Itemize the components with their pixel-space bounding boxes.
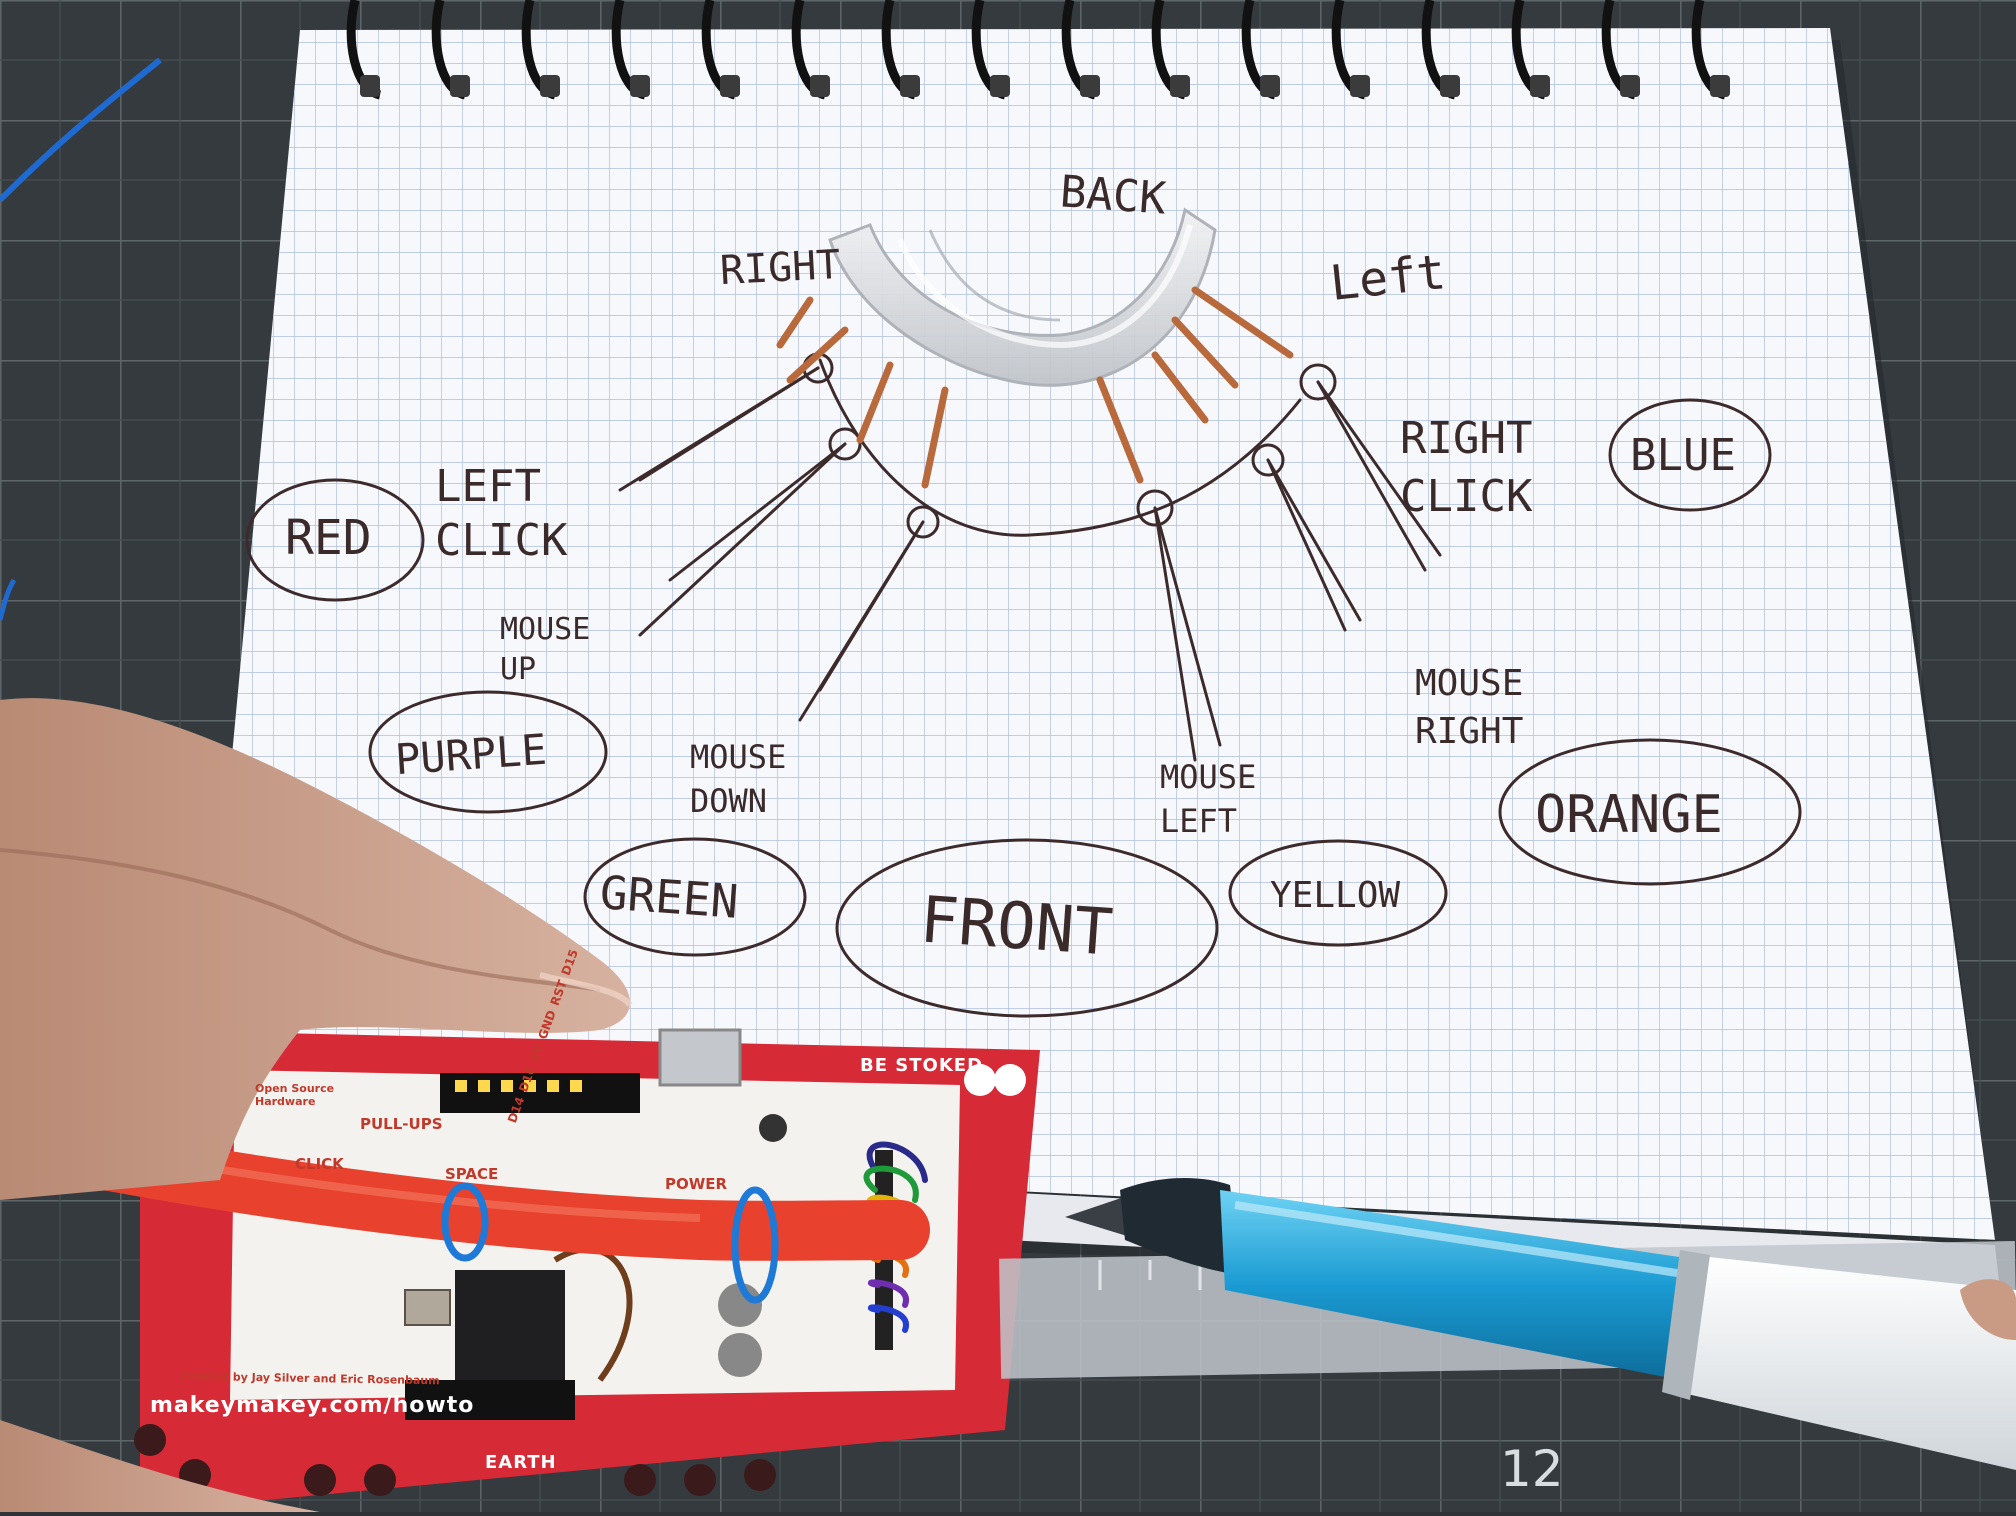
label-front: FRONT: [917, 883, 1116, 971]
label-yellow: YELLOW: [1270, 875, 1401, 916]
label-right: RIGHT: [718, 241, 842, 295]
ruler-number: 12: [1500, 1440, 1564, 1498]
board-click: CLICK: [295, 1155, 344, 1173]
blue-wire: [0, 57, 162, 203]
label-mouse-right: MOUSE RIGHT: [1415, 663, 1524, 752]
label-blue: BLUE: [1630, 430, 1736, 481]
board-url: makeymakey.com/howto: [150, 1393, 475, 1418]
label-mouse-left: MOUSE LEFT: [1160, 758, 1257, 840]
board-space: SPACE: [445, 1165, 499, 1183]
mouthguard: [776, 207, 1294, 489]
label-mouse-up: MOUSE UP: [500, 612, 591, 687]
label-left: Left: [1327, 244, 1449, 312]
label-left-click: LEFT CLICK: [435, 461, 568, 566]
board-oshw: Open Source Hardware: [255, 1082, 335, 1108]
board-earth: EARTH: [485, 1452, 557, 1473]
label-orange: ORANGE: [1535, 785, 1723, 845]
board-tagline: BE STOKED: [860, 1055, 984, 1076]
label-right-click: RIGHT CLICK: [1400, 413, 1533, 522]
arch-curve: [818, 358, 1302, 537]
board-power: POWER: [665, 1175, 728, 1193]
label-mouse-down: MOUSE DOWN: [690, 738, 787, 820]
pen: [1065, 1178, 2016, 1470]
board-pullups: PULL-UPS: [360, 1115, 443, 1133]
label-red: RED: [285, 510, 372, 566]
label-green: GREEN: [598, 865, 741, 929]
hand: [0, 698, 2016, 1512]
sketch-ink: [245, 352, 1802, 1018]
label-purple: PURPLE: [393, 724, 549, 785]
label-back: BACK: [1058, 166, 1168, 225]
